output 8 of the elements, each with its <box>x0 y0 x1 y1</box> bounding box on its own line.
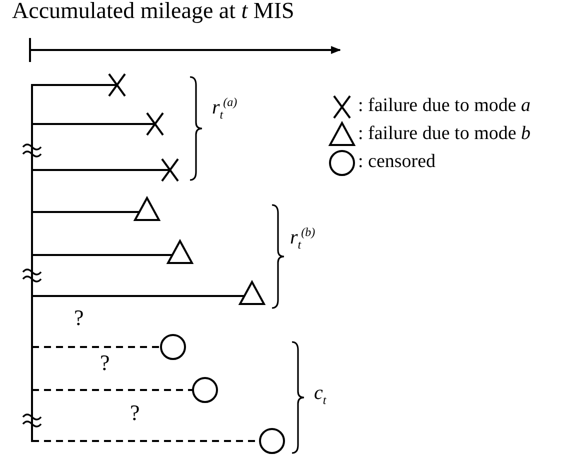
axis-title: Accumulated mileage at t MIS <box>12 0 294 24</box>
legend-text: : failure due to mode a <box>358 95 531 117</box>
question-mark: ? <box>130 400 140 426</box>
group-label: c$_{t}$ <box>314 382 326 408</box>
legend-text: : censored <box>358 151 436 173</box>
question-mark: ? <box>100 350 110 376</box>
question-mark: ? <box>74 305 84 331</box>
legend-text: : failure due to mode b <box>358 123 531 145</box>
